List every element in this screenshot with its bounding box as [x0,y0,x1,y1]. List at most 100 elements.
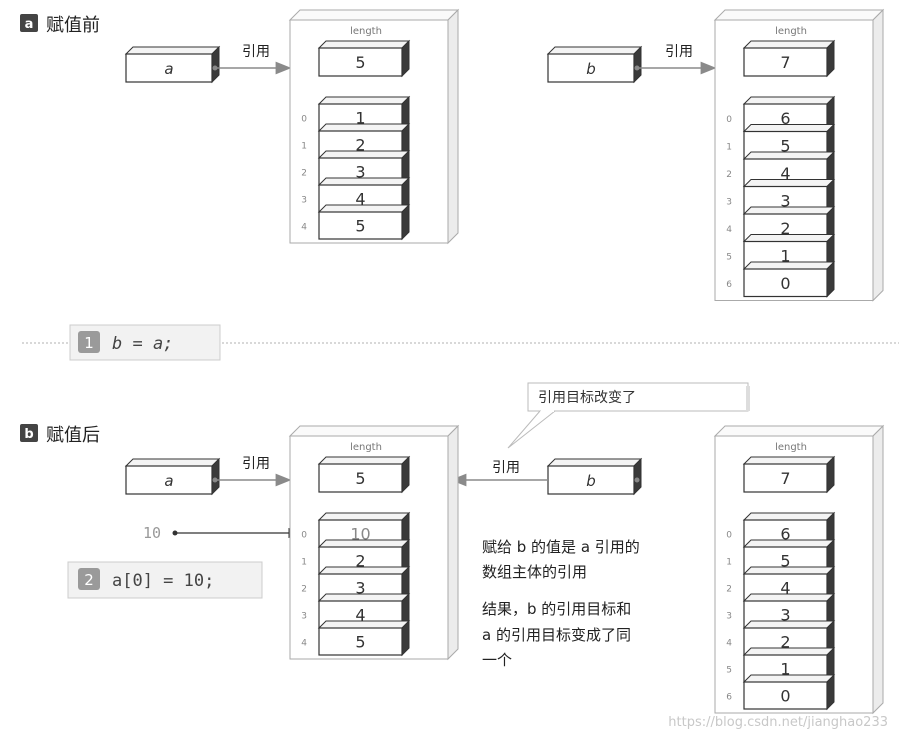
index-label-0: 0 [301,531,307,541]
callout-text: 引用目标改变了 [538,390,636,406]
length-label: length [775,26,807,37]
array-cell-6: 0 [742,673,836,711]
variable-a-box-after: a [124,457,221,496]
array-cell-4-text: 2 [780,633,790,652]
section-b-header: b 赋值后 [20,424,100,446]
g-var-a2-cell-text: a [164,472,173,490]
array-cell-2-text: 4 [780,164,790,183]
step-2-code: a[0] = 10; [112,571,214,591]
array-cell-4-text: 2 [780,219,790,238]
length-label: length [350,26,382,37]
index-label-4: 4 [301,639,307,649]
g-var-b1-cell-text: b [586,60,596,78]
step-1-number: 1 [84,334,94,352]
index-label-6: 6 [726,280,732,290]
array-cell-6-text: 0 [780,687,790,706]
array-cell-6: 0 [742,260,836,298]
index-label-3: 3 [301,196,307,206]
index-label-1: 1 [726,558,732,568]
index-label-0: 0 [726,115,732,125]
index-label-2: 2 [726,585,732,595]
length-value-cell-text: 5 [355,53,365,72]
index-label-1: 1 [301,558,307,568]
section-a-header: a 赋值前 [20,14,100,36]
index-label-6: 6 [726,693,732,703]
watermark: https://blog.csdn.net/jianghao233 [668,715,888,730]
array-cell-0-text: 6 [780,109,790,128]
length-value-cell: 5 [317,455,411,494]
array-cell-4-text: 5 [355,633,365,652]
length-value-cell-text: 7 [780,53,790,72]
g-var-a1-cell-text: a [164,60,173,78]
variable-a-box: a [124,45,221,84]
length-label: length [350,442,382,453]
array-cell-2-text: 3 [355,579,365,598]
array-shared-object: length 5 10 0 2 1 3 2 4 3 5 4 [288,424,460,661]
ref-label-b: 引用 [665,44,693,60]
callout-box: 引用目标改变了 [507,382,750,449]
index-label-5: 5 [726,252,732,262]
g-var-b2-cell: b [546,457,643,496]
ref-label-b-after: 引用 [492,460,520,476]
explanation-line-5: 一个 [482,651,512,669]
array-cell-5-text: 1 [780,246,790,265]
ref-dot [634,477,640,483]
index-label-2: 2 [301,169,307,179]
array-cell-1-text: 5 [780,136,790,155]
index-label-4: 4 [301,223,307,233]
array-cell-1-text: 2 [355,136,365,155]
array-cell-5-text: 1 [780,660,790,679]
array-cell-6-text: 0 [780,274,790,293]
step-1-code: b = a; [112,334,173,354]
section-a-title: 赋值前 [46,15,100,36]
section-b-title: 赋值后 [46,425,100,446]
array-cell-0-text: 10 [350,525,370,544]
section-b-badge: b [24,427,33,442]
assign-value: 10 [143,524,161,542]
array-cell-0-text: 1 [355,109,365,128]
variable-b-box-after: b [546,457,643,496]
ref-label-a: 引用 [242,44,270,60]
ref-label-a-after: 引用 [242,456,270,472]
index-label-4: 4 [726,225,732,235]
g-var-a1-cell: a [124,45,221,84]
array-cell-4: 2 [742,619,836,657]
length-value-cell: 7 [742,39,836,78]
index-label-1: 1 [301,142,307,152]
section-a-badge: a [25,17,34,32]
length-value-cell: 5 [317,39,411,78]
array-cell-0-text: 6 [780,525,790,544]
explanation-line-1: 赋给 b 的值是 a 引用的 [482,538,640,556]
index-label-0: 0 [301,115,307,125]
length-label: length [775,442,807,453]
array-cell-2-text: 4 [780,579,790,598]
index-label-2: 2 [726,170,732,180]
explanation-line-2: 数组主体的引用 [482,563,587,581]
index-label-3: 3 [726,197,732,207]
variable-b-box: b [546,45,643,84]
index-label-2: 2 [301,585,307,595]
index-label-3: 3 [726,612,732,622]
g-var-a2-cell: a [124,457,221,496]
array-cell-3-text: 3 [780,606,790,625]
explanation-text: 赋给 b 的值是 a 引用的 数组主体的引用 结果，b 的引用目标和 a 的引用… [482,538,640,669]
g-var-b2-cell-text: b [586,472,596,490]
length-value-cell-text: 5 [355,469,365,488]
step-1-code-box: 1 b = a; [69,324,221,361]
index-label-1: 1 [726,142,732,152]
step-2-number: 2 [84,571,94,589]
array-cell-1-text: 2 [355,552,365,571]
index-label-5: 5 [726,666,732,676]
length-value-cell-text: 7 [780,469,790,488]
length-value-cell: 7 [742,455,836,494]
array-cell-4: 5 [317,619,411,657]
array-cell-3-text: 4 [355,606,365,625]
array-cell-4-text: 5 [355,217,365,236]
array-cell-1-text: 5 [780,552,790,571]
explanation-line-3: 结果，b 的引用目标和 [482,600,631,618]
index-label-3: 3 [301,612,307,622]
